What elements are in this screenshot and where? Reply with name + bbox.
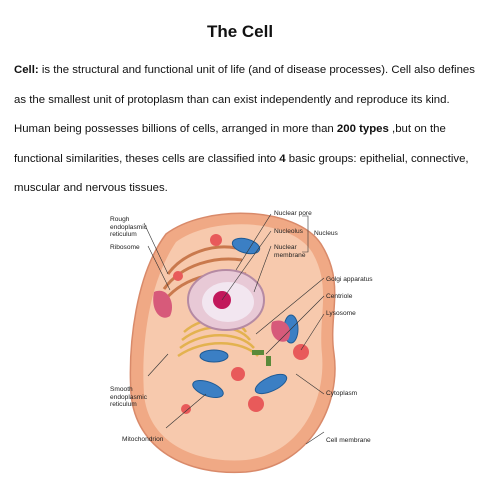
cell-term: Cell:: [14, 64, 39, 76]
paragraph-line-5: muscular and nervous tissues.: [14, 182, 168, 194]
paragraph-line-3: Human being possesses billions of cells,…: [14, 123, 446, 135]
label-nuclear-pore: Nuclear pore: [274, 210, 312, 217]
label-cell-membrane: Cell membrane: [326, 437, 371, 444]
label-centriole: Centriole: [326, 293, 353, 300]
label-mitochondrion: Mitochondrion: [122, 436, 164, 443]
label-nuclear-membrane: Nuclear membrane: [274, 244, 306, 259]
groups-count: 4: [279, 152, 286, 165]
types-count: 200 types: [336, 123, 389, 135]
label-golgi: Golgi apparatus: [326, 276, 373, 283]
label-nucleus: Nucleus: [314, 230, 338, 237]
label-rough-er: Rough endoplasmic reticulum: [110, 216, 148, 238]
centriole-shape: [252, 350, 264, 355]
label-ribosome: Ribosome: [110, 244, 140, 251]
label-nucleolus: Nucleolus: [274, 228, 303, 235]
page-title: The Cell: [206, 22, 274, 41]
definition-paragraph: Cell: is the structural and functional u…: [14, 56, 475, 204]
paragraph-line-2: as the smallest unit of protoplasm than …: [14, 93, 450, 106]
smooth-er-shape: [153, 290, 173, 318]
label-cytoplasm: Cytoplasm: [326, 390, 358, 397]
paragraph-line-1: Cell: is the structural and functional u…: [14, 64, 475, 76]
cell-diagram: Rough endoplasmic reticulum Ribosome Smo…: [96, 204, 386, 480]
lysosome-shapes: [173, 234, 309, 414]
cell-illustration: [129, 212, 336, 474]
paragraph-line-4: functional similarities, theses cells ar…: [14, 152, 469, 165]
label-smooth-er: Smooth endoplasmic reticulum: [110, 386, 148, 408]
label-leader-lines: [143, 213, 325, 445]
label-lysosome: Lysosome: [326, 310, 356, 317]
